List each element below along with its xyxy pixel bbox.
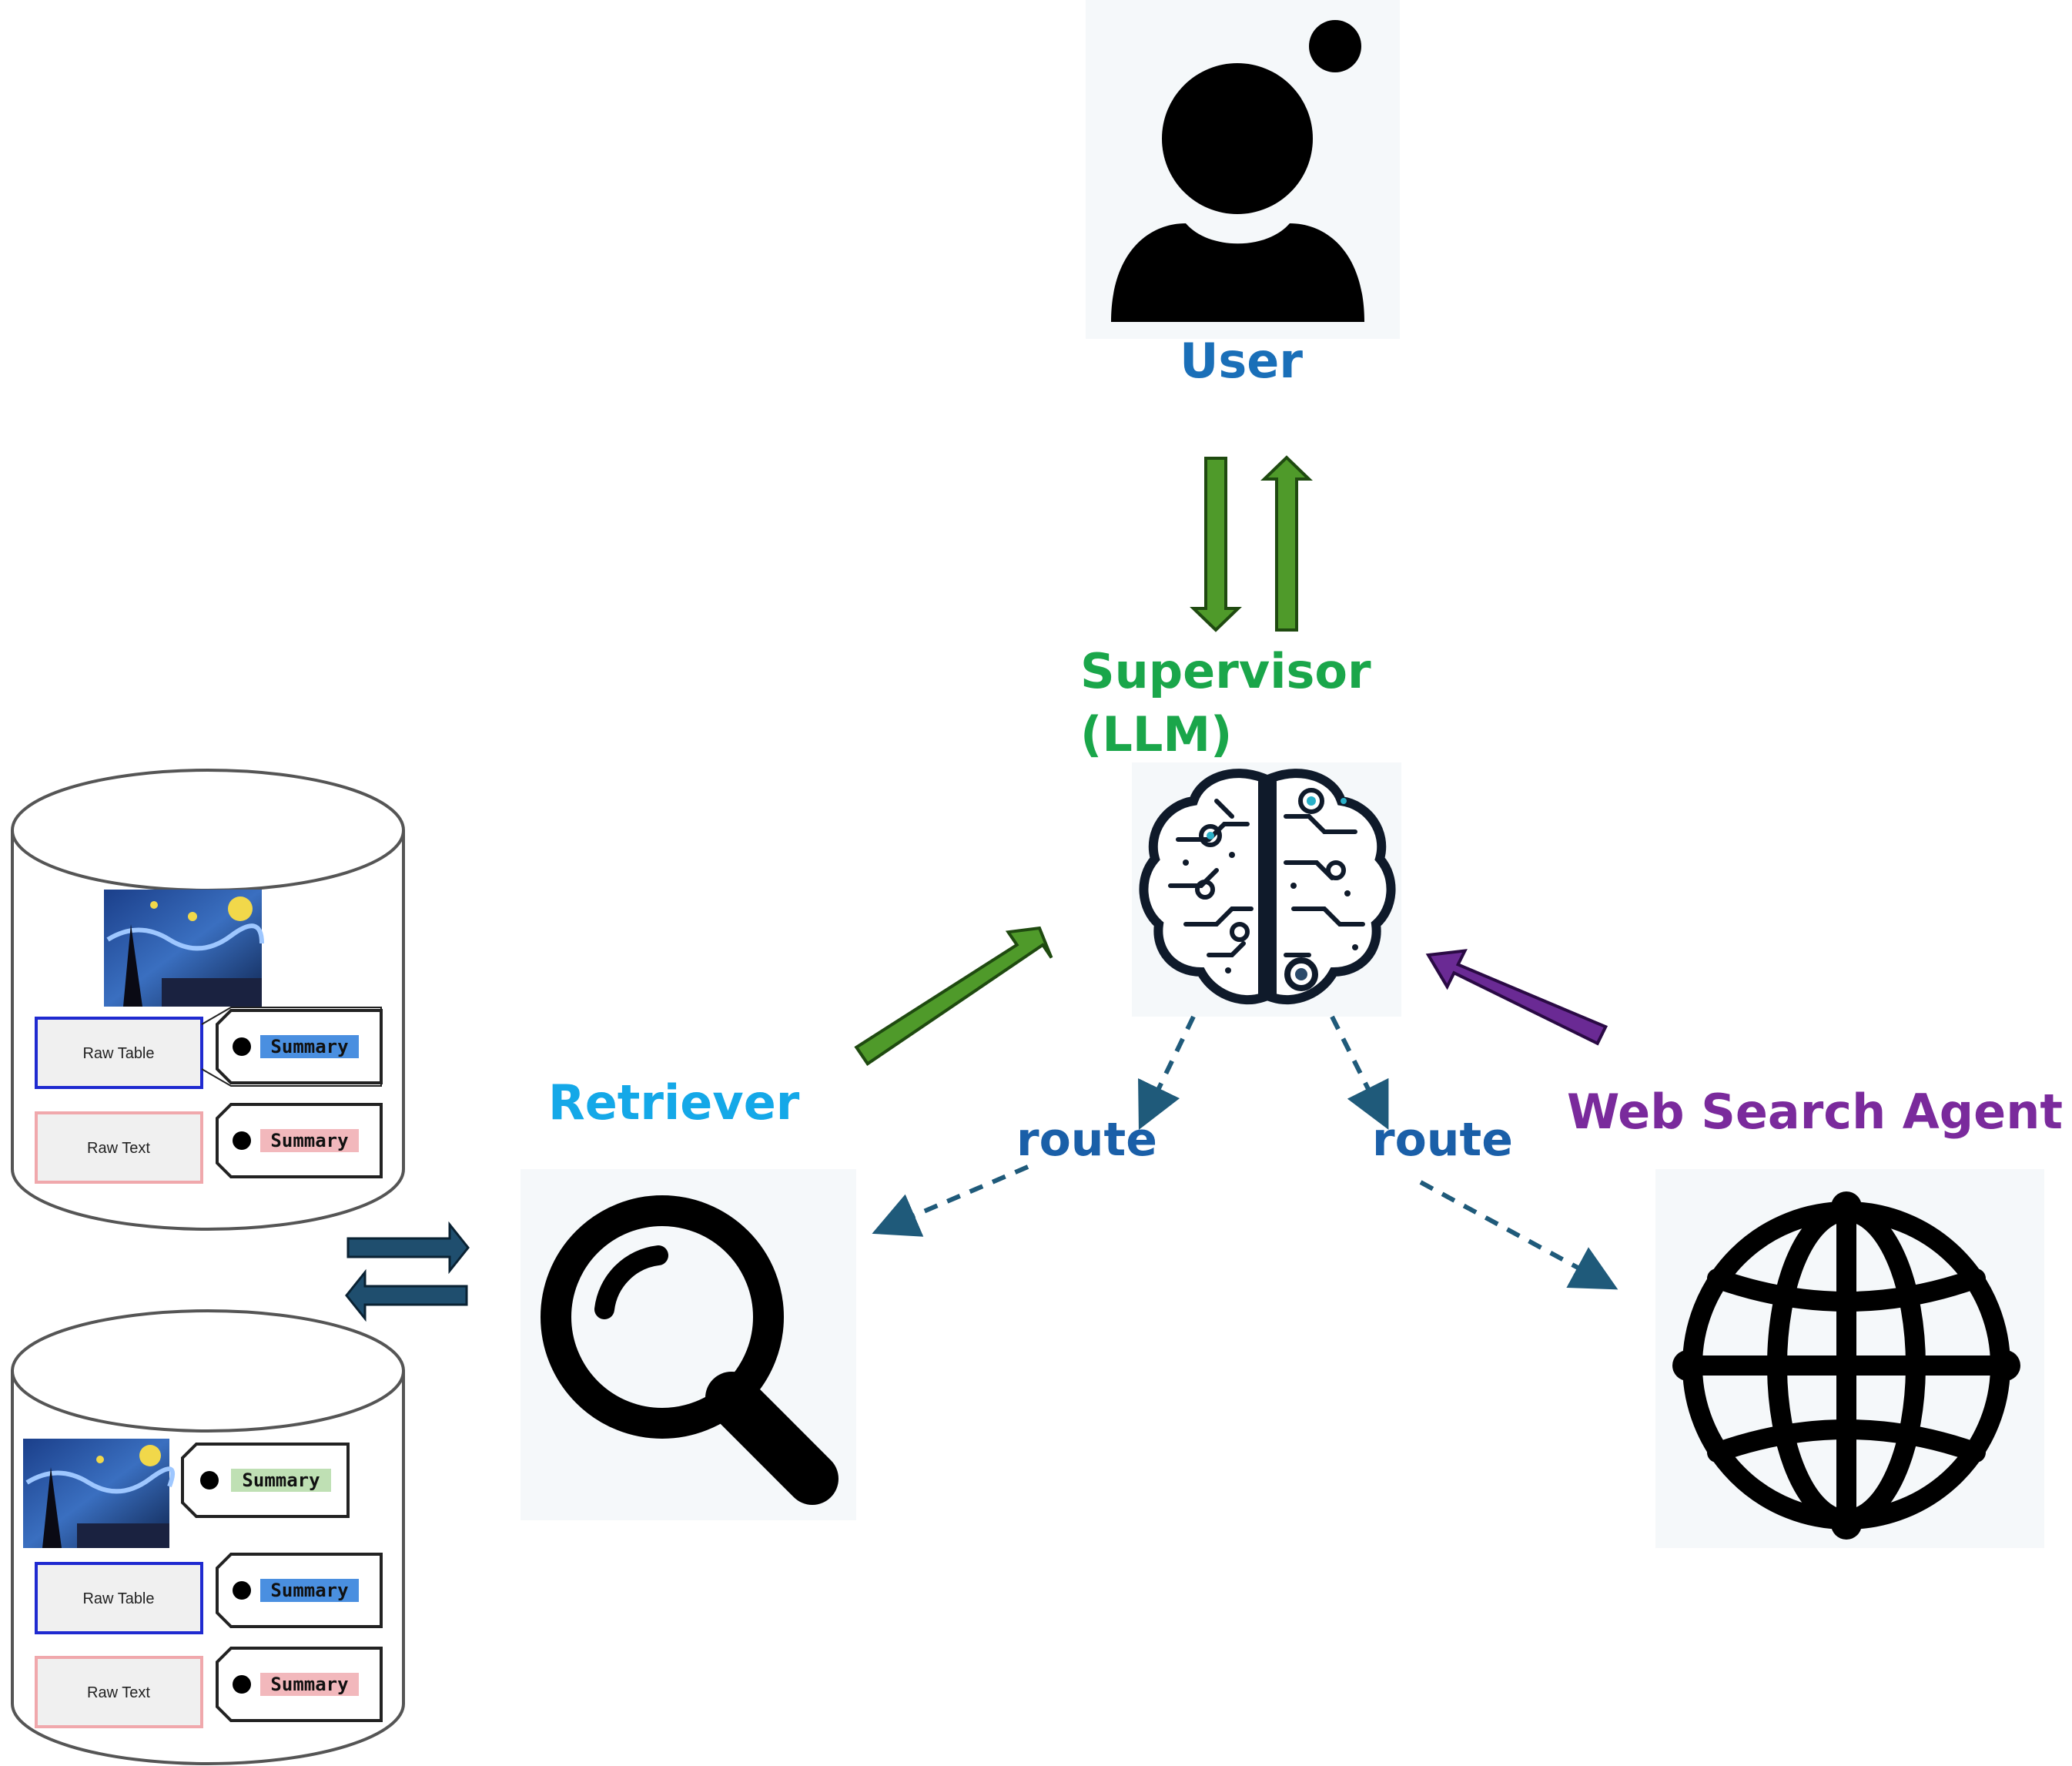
user-label: User — [1180, 333, 1303, 389]
route-arrows — [872, 1015, 1618, 1290]
route-arrow-left-upper — [1138, 1015, 1196, 1131]
route-arrow-right-lower — [1419, 1180, 1618, 1290]
supervisor-sublabel: (LLM) — [1080, 706, 1232, 762]
web-agent-label: Web Search Agent — [1567, 1084, 2063, 1140]
summary-highlight — [231, 1469, 331, 1492]
summary-highlight — [260, 1129, 359, 1152]
summary-highlight — [260, 1035, 359, 1058]
summary-tag: Summary — [216, 1647, 383, 1722]
summary-tag: Summary — [216, 1553, 383, 1628]
raw-table-box — [35, 1017, 203, 1089]
database-top: Raw Table Summary Raw Text Summary — [11, 769, 405, 1231]
database-bottom-lid — [11, 1309, 405, 1433]
globe-dots — [1672, 1191, 2020, 1540]
raw-text-label: Raw Text — [87, 1140, 150, 1157]
summary-highlight — [260, 1579, 359, 1602]
starry-night-thumbnail — [104, 890, 264, 1007]
globe-icon — [1682, 1201, 2010, 1530]
raw-text-box — [35, 1111, 203, 1184]
summary-label: Summary — [242, 1469, 320, 1491]
summary-label: Summary — [270, 1036, 348, 1057]
arrow-retriever-to-supervisor — [854, 926, 1053, 1066]
user-supervisor-arrows — [1190, 455, 1313, 632]
raw-table-label: Raw Table — [82, 1590, 154, 1607]
summary-tag: Summary — [216, 1009, 383, 1084]
magnifier-icon — [541, 1195, 839, 1505]
database-bottom: Summary Raw Table Summary Raw Text Summa… — [11, 1309, 405, 1765]
arrow-user-to-supervisor — [1190, 457, 1242, 632]
summary-label: Summary — [270, 1674, 348, 1695]
store-retriever-arrows — [345, 1221, 470, 1322]
route-arrow-left-lower — [872, 1164, 1029, 1237]
summary-label: Summary — [270, 1130, 348, 1151]
summary-label: Summary — [270, 1580, 348, 1601]
route-label-left: route — [1016, 1113, 1157, 1167]
arrow-store-to-retriever — [346, 1221, 470, 1275]
user-node: User — [1086, 0, 1400, 389]
retriever-label: Retriever — [548, 1074, 800, 1131]
starry-night-thumbnail — [23, 1439, 175, 1548]
summary-tag: Summary — [216, 1103, 383, 1178]
brain-circuit-nodes — [1183, 788, 1358, 991]
retriever-node: Retriever — [521, 1074, 856, 1520]
user-icon — [1111, 20, 1364, 322]
supervisor-label: Supervisor — [1080, 643, 1371, 699]
summary-highlight — [260, 1673, 359, 1696]
raw-text-label: Raw Text — [87, 1684, 150, 1701]
supervisor-node: Supervisor (LLM) — [1080, 643, 1401, 1017]
arrow-retriever-to-store — [345, 1268, 468, 1322]
arrow-web-agent-to-supervisor — [1425, 949, 1608, 1046]
raw-table-box — [35, 1562, 203, 1634]
database-top-lid — [11, 769, 405, 892]
raw-text-box — [35, 1656, 203, 1728]
arrow-supervisor-to-user — [1260, 455, 1313, 632]
summary-tag: Summary — [181, 1443, 350, 1518]
web-agent-node: Web Search Agent — [1567, 1084, 2063, 1548]
route-arrow-right-upper — [1330, 1015, 1389, 1130]
raw-table-label: Raw Table — [82, 1045, 154, 1062]
route-label-right: route — [1372, 1113, 1513, 1167]
